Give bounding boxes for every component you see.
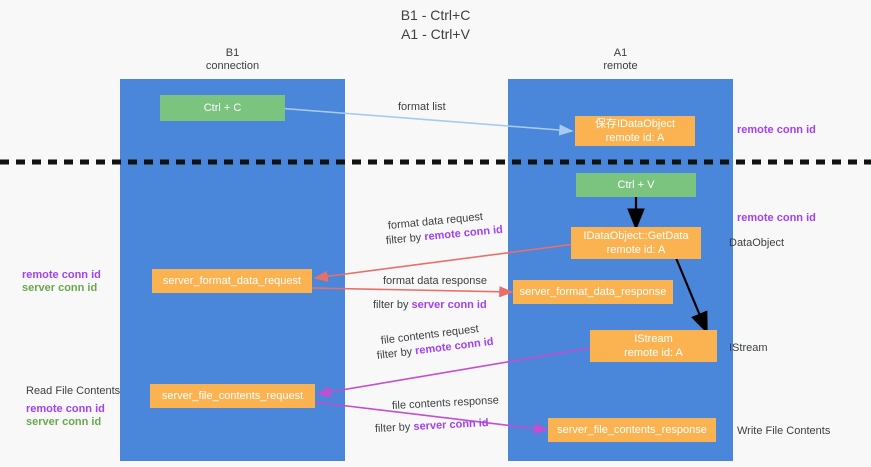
filter-by-prefix: filter by (373, 299, 412, 311)
box-idataobject-top[interactable]: 保存IDataObject remote id: A (575, 116, 695, 146)
side-label-left-server-conn-id: server conn id (22, 282, 98, 294)
box-server-format-data-request[interactable]: server_format_data_request (152, 269, 312, 293)
box-server-file-contents-response[interactable]: server_file_contents_response (548, 418, 716, 442)
box-idataobject-getdata[interactable]: IDataObject::GetData remote id: A (571, 227, 701, 259)
filter-by-prefix: filter by (374, 420, 414, 435)
box-server-format-data-response[interactable]: server_format_data_response (513, 280, 673, 304)
label-format-data-response-filter: filter by server conn id (373, 298, 487, 313)
column-header-a1: A1 remote (603, 47, 638, 72)
label-format-list: format list (398, 101, 446, 113)
side-label-remote-conn-id-top: remote conn id (737, 124, 816, 136)
box-istream[interactable]: IStream remote id: A (590, 330, 717, 362)
label-file-contents-response: file contents response (391, 394, 500, 412)
side-label-left-remote-conn-id-2: remote conn id (26, 403, 105, 415)
filter-key-server-conn-id: server conn id (413, 417, 489, 433)
side-label-left-remote-conn-id: remote conn id (22, 269, 101, 281)
filter-by-prefix: filter by (376, 345, 416, 362)
column-header-b1: B1 connection (205, 47, 260, 72)
label-file-contents-response-filter: filter by server conn id (375, 416, 489, 437)
page-title: B1 - Ctrl+C A1 - Ctrl+V (400, 7, 471, 42)
box-server-file-contents-request[interactable]: server_file_contents_request (150, 384, 315, 408)
box-ctrl-v[interactable]: Ctrl + V (576, 173, 696, 197)
filter-key-server-conn-id: server conn id (411, 299, 487, 311)
side-label-read-file-contents: Read File Contents (26, 385, 121, 397)
side-label-remote-conn-id-mid: remote conn id (737, 212, 816, 224)
side-label-dataobject: DataObject (729, 237, 785, 249)
side-label-write-file-contents: Write File Contents (737, 425, 831, 437)
side-label-left-server-conn-id-2: server conn id (26, 416, 102, 428)
label-format-data-response: format data response (383, 275, 487, 287)
box-ctrl-c[interactable]: Ctrl + C (160, 95, 285, 121)
filter-by-prefix: filter by (385, 231, 425, 247)
side-label-istream: IStream (729, 342, 768, 354)
